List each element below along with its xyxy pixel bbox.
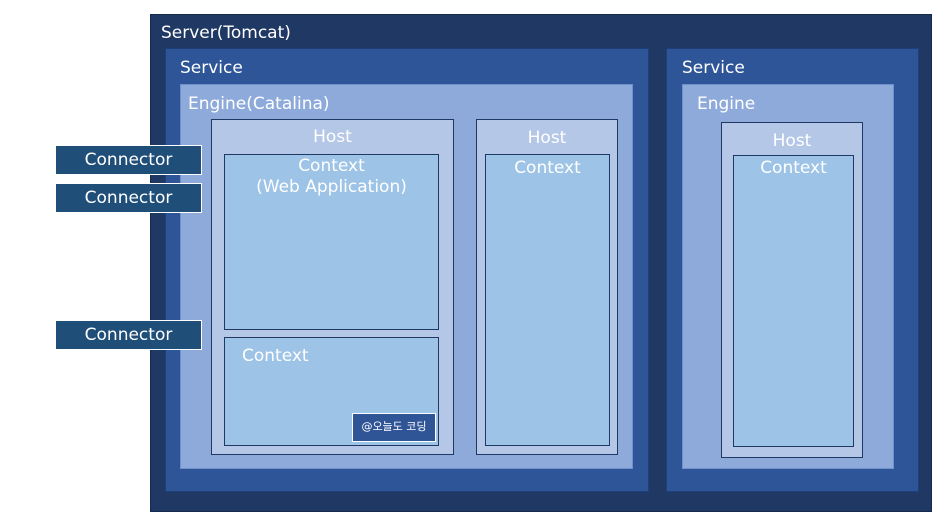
context-host-2-box: Context xyxy=(485,154,610,446)
service-right-label: Service xyxy=(682,58,745,78)
server-label: Server(Tomcat) xyxy=(161,23,291,43)
connector-2: Connector xyxy=(55,183,202,213)
connector-1: Connector xyxy=(55,145,202,175)
host-right-label: Host xyxy=(772,131,812,151)
context-host-2-label: Context xyxy=(514,158,581,178)
host-1-label: Host xyxy=(313,127,352,147)
context-web-application-box: Context (Web Application) xyxy=(224,154,439,330)
context-web-app-label-line2: (Web Application) xyxy=(256,177,407,197)
context-2-label: Context xyxy=(242,346,309,366)
connector-3: Connector xyxy=(55,320,202,350)
service-left-label: Service xyxy=(180,58,243,78)
watermark-badge: @오늘도 코딩 xyxy=(352,413,436,442)
engine-right-label: Engine xyxy=(697,94,756,114)
context-right-label: Context xyxy=(760,158,827,178)
engine-catalina-label: Engine(Catalina) xyxy=(188,94,330,114)
context-right-box: Context xyxy=(733,155,854,447)
context-web-app-label-line1: Context xyxy=(298,156,365,176)
host-2-label: Host xyxy=(527,128,567,148)
